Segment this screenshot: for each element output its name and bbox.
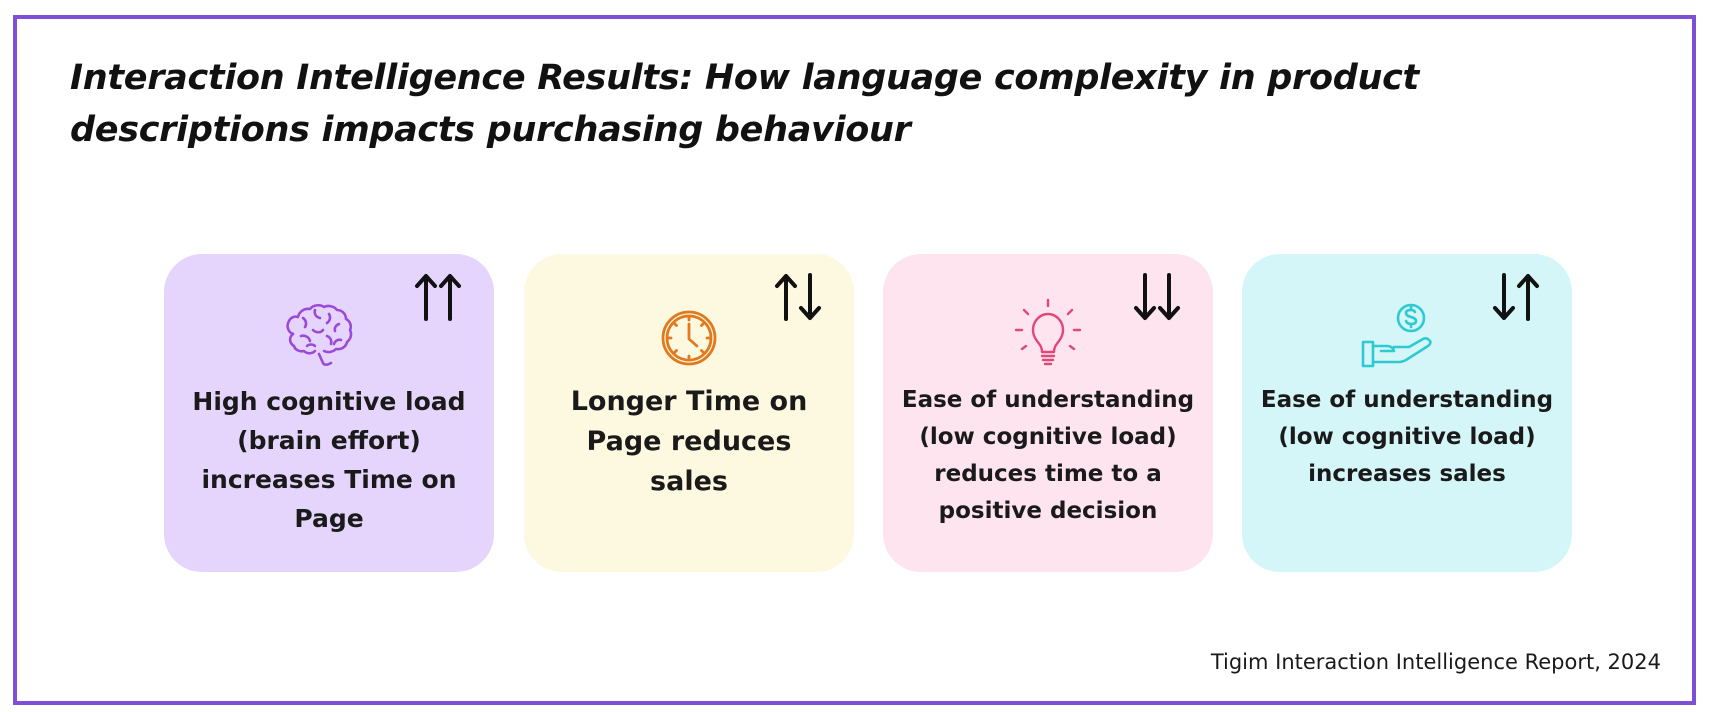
card-text: Ease of understanding (low cognitive loa…: [901, 387, 1195, 524]
card-ease-sales: Ease of understanding (low cognitive loa…: [1242, 254, 1572, 572]
hand-dollar-icon: [1361, 303, 1432, 368]
card-text: Longer Time on Page reduces sales: [570, 386, 808, 497]
arrow-up-up-icon: [415, 274, 461, 321]
page-title: Interaction Intelligence Results: How la…: [70, 58, 1419, 150]
source-credit: Tigim Interaction Intelligence Report, 2…: [1210, 650, 1661, 674]
arrow-down-down-icon: [1134, 273, 1180, 320]
card-ease-decision: Ease of understanding (low cognitive loa…: [883, 254, 1213, 572]
brain-icon: [286, 303, 353, 366]
arrow-up-down-icon: [775, 273, 821, 321]
card-cognitive-load: High cognitive load (brain effort) incre…: [164, 254, 494, 572]
card-text: Ease of understanding (low cognitive loa…: [1260, 387, 1554, 487]
clock-icon: [661, 310, 717, 366]
lightbulb-icon: [1014, 298, 1082, 366]
arrow-down-up-icon: [1493, 273, 1539, 321]
outer-frame: [13, 15, 1696, 705]
card-time-on-page: Longer Time on Page reduces sales: [524, 254, 854, 572]
card-text: High cognitive load (brain effort) incre…: [192, 387, 466, 533]
